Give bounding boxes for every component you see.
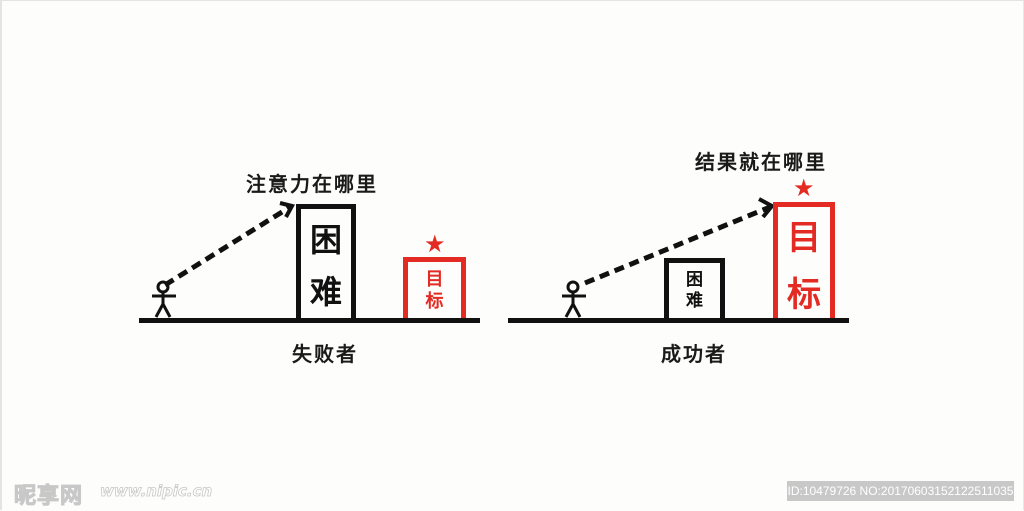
success-caption: 成功者 (661, 342, 727, 366)
star-icon: ★ (793, 174, 815, 202)
watermark-logo: 昵享网 (13, 484, 84, 510)
success-question: 结果就在哪里 (695, 150, 827, 174)
obstacle-box-tall: 困 难 (296, 204, 356, 319)
goal-char: 标 (425, 290, 444, 312)
failure-caption: 失败者 (292, 342, 358, 366)
image-id-badge: ID:10479726 NO:20170603152122511035 (787, 481, 1014, 501)
obstacle-box-small: 困 难 (664, 258, 725, 319)
goal-box-tall: 目 标 (773, 202, 835, 319)
person-icon (152, 280, 176, 318)
goal-char: 标 (787, 275, 821, 315)
star-icon: ★ (424, 230, 446, 258)
ground-line (139, 318, 480, 323)
goal-char: 目 (787, 218, 821, 258)
obstacle-char: 难 (686, 291, 703, 311)
goal-char: 目 (425, 268, 444, 290)
failure-question: 注意力在哪里 (246, 172, 378, 196)
obstacle-char: 困 (309, 221, 342, 259)
person-icon (562, 280, 586, 318)
obstacle-char: 难 (309, 273, 342, 311)
dashed-arrow-icon (584, 197, 776, 286)
obstacle-char: 困 (686, 270, 703, 290)
ground-line (508, 318, 849, 323)
dashed-arrow-icon (163, 201, 295, 288)
watermark-url: www.nipic.cn (100, 482, 213, 501)
goal-box-small: 目 标 (403, 257, 466, 319)
